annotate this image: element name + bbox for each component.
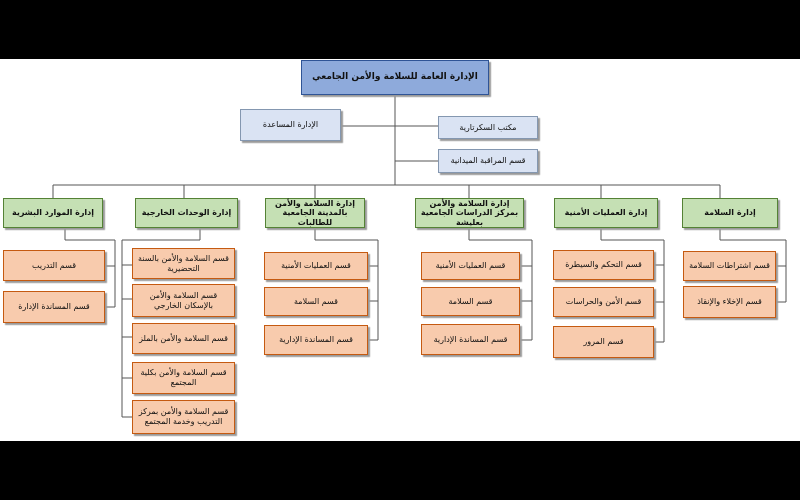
dept-safety: إدارة السلامة <box>682 198 778 228</box>
assistant-admin-box: الإدارة المساعدة <box>240 109 341 141</box>
dept-womens-campus: إدارة السلامة والأمن بالمدينة الجامعية ل… <box>265 198 365 228</box>
section-malaz: قسم السلامة والأمن بالملز <box>132 323 235 354</box>
section-security-ops-women: قسم العمليات الأمنية <box>264 252 368 280</box>
section-admin-support-hr: قسم المساندة الإدارة <box>3 291 105 323</box>
section-safety-requirements: قسم اشتراطات السلامة <box>683 251 776 281</box>
section-safety-women: قسم السلامة <box>264 287 368 316</box>
section-evacuation-rescue: قسم الإخلاء والإنقاذ <box>683 286 776 318</box>
dept-security-operations: إدارة العمليات الأمنية <box>554 198 658 228</box>
root-box: الإدارة العامة للسلامة والأمن الجامعي <box>301 60 489 95</box>
section-admin-support-ulaishah: قسم المساندة الإدارية <box>421 324 520 355</box>
section-traffic: قسم المرور <box>553 326 654 358</box>
connector-lines <box>52 95 787 418</box>
section-security-ops-ulaishah: قسم العمليات الأمنية <box>421 252 520 280</box>
dept-ulaishah-center: إدارة السلامة والأمن بمركز الدراسات الجا… <box>415 198 524 228</box>
section-external-housing: قسم السلامة والأمن بالإسكان الخارجي <box>132 284 235 317</box>
org-chart: الإدارة العامة للسلامة والأمن الجامعي ال… <box>0 59 800 441</box>
dept-human-resources: إدارة الموارد البشرية <box>3 198 103 228</box>
section-prep-year: قسم السلامة والأمن بالسنة التحضيرية <box>132 248 235 279</box>
section-admin-support-women: قسم المساندة الإدارية <box>264 325 368 355</box>
secretariat-box: مكتب السكرتارية <box>438 116 538 139</box>
section-safety-ulaishah: قسم السلامة <box>421 287 520 316</box>
section-community-college: قسم السلامة والأمن بكلية المجتمع <box>132 362 235 394</box>
dept-external-units: إدارة الوحدات الخارجية <box>135 198 238 228</box>
section-training: قسم التدريب <box>3 250 105 281</box>
section-guards: قسم الأمن والحراسات <box>553 287 654 317</box>
section-training-center: قسم السلامة والأمن بمركز التدريب وخدمة ا… <box>132 400 235 434</box>
section-control: قسم التحكم والسيطرة <box>553 250 654 280</box>
field-monitoring-box: قسم المراقبة الميدانية <box>438 149 538 173</box>
